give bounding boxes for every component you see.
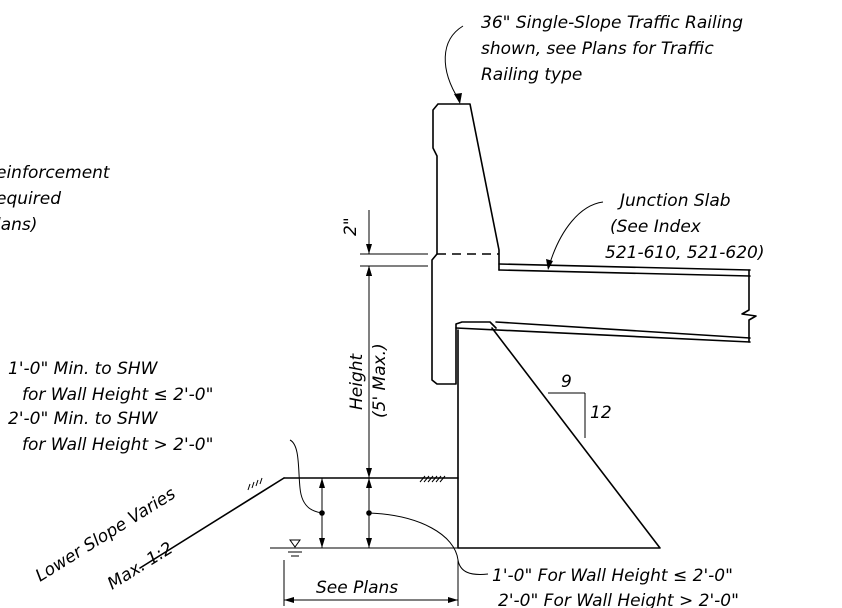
svg-text:Max. 1:2: Max. 1:2 <box>104 538 177 594</box>
svg-text:for Wall Height ≤ 2'-0": for Wall Height ≤ 2'-0" <box>22 385 213 405</box>
svg-text:Junction Slab: Junction Slab <box>617 191 731 211</box>
svg-text:(See Index: (See Index <box>610 217 702 237</box>
cap-bottom-line <box>455 327 751 343</box>
svg-text:Railing type: Railing type <box>481 65 582 85</box>
shw-leader <box>289 439 323 514</box>
svg-text:521-610, 521-620): 521-610, 521-620) <box>605 243 765 263</box>
dim-embed-left-arrow-top <box>319 478 325 488</box>
dim-height-arrow-bot <box>366 468 372 478</box>
dim-embed-right-arrow-bot <box>366 538 372 548</box>
railing-leader-arrow <box>454 93 462 104</box>
junction-slab-bottom <box>495 321 751 339</box>
traffic-railing <box>432 103 500 271</box>
ground-slope <box>139 477 285 569</box>
shw-callout: 1'-0" Min. to SHW for Wall Height ≤ 2'-0… <box>8 359 213 455</box>
see-plans-arrow-left <box>284 597 294 603</box>
dim-height-max-label: (5' Max.) <box>370 343 390 418</box>
reinforcement-callout: einforcement equired lans) <box>0 163 111 235</box>
see-plans-label: See Plans <box>316 578 398 598</box>
dim-2in-arrow-top <box>366 244 372 254</box>
railing-leader <box>444 25 464 101</box>
svg-text:2'-0" For Wall Height > 2'-0": 2'-0" For Wall Height > 2'-0" <box>498 591 739 608</box>
wall-body <box>457 327 661 549</box>
railing-callout: 36" Single-Slope Traffic Railing shown, … <box>481 13 743 85</box>
junction-leader-arrow <box>546 259 553 270</box>
bottom-note-callout: 1'-0" For Wall Height ≤ 2'-0" 2'-0" For … <box>492 566 739 608</box>
svg-text:Lower Slope Varies: Lower Slope Varies <box>32 484 179 586</box>
cap-top <box>498 269 751 277</box>
dim-height-label: Height <box>347 352 367 410</box>
wall-cap <box>431 253 497 385</box>
svg-text:einforcement: einforcement <box>0 163 111 183</box>
svg-text:2'-0" Min. to SHW: 2'-0" Min. to SHW <box>8 409 159 429</box>
break-line <box>741 269 757 343</box>
svg-text:1'-0" Min. to SHW: 1'-0" Min. to SHW <box>8 359 159 379</box>
water-surface-icon <box>270 539 345 557</box>
lower-slope-callout: Lower Slope Varies Max. 1:2 <box>32 484 179 594</box>
earth-hatch <box>247 475 446 491</box>
dim-embed-left-arrow-bot <box>319 538 325 548</box>
svg-text:shown, see Plans for Traffic: shown, see Plans for Traffic <box>481 39 714 59</box>
svg-text:1'-0" For Wall Height ≤ 2'-0": 1'-0" For Wall Height ≤ 2'-0" <box>492 566 733 586</box>
svg-text:lans): lans) <box>0 215 37 235</box>
svg-text:36" Single-Slope Traffic Raili: 36" Single-Slope Traffic Railing <box>481 13 743 33</box>
junction-slab-callout: Junction Slab (See Index 521-610, 521-62… <box>605 191 765 263</box>
see-plans-arrow-right <box>448 597 458 603</box>
svg-text:for Wall Height > 2'-0": for Wall Height > 2'-0" <box>22 435 213 455</box>
slope-run-label: 12 <box>590 403 612 423</box>
dim-2in-label: 2" <box>341 217 361 236</box>
bottom-note-leader <box>368 512 489 575</box>
svg-text:equired: equired <box>0 189 61 209</box>
dim-height-arrow-top <box>366 266 372 276</box>
junction-leader <box>548 201 604 267</box>
dim-embed-right-arrow-top <box>366 478 372 488</box>
slope-rise-label: 9 <box>561 372 572 392</box>
junction-slab-top-2 <box>498 263 751 271</box>
